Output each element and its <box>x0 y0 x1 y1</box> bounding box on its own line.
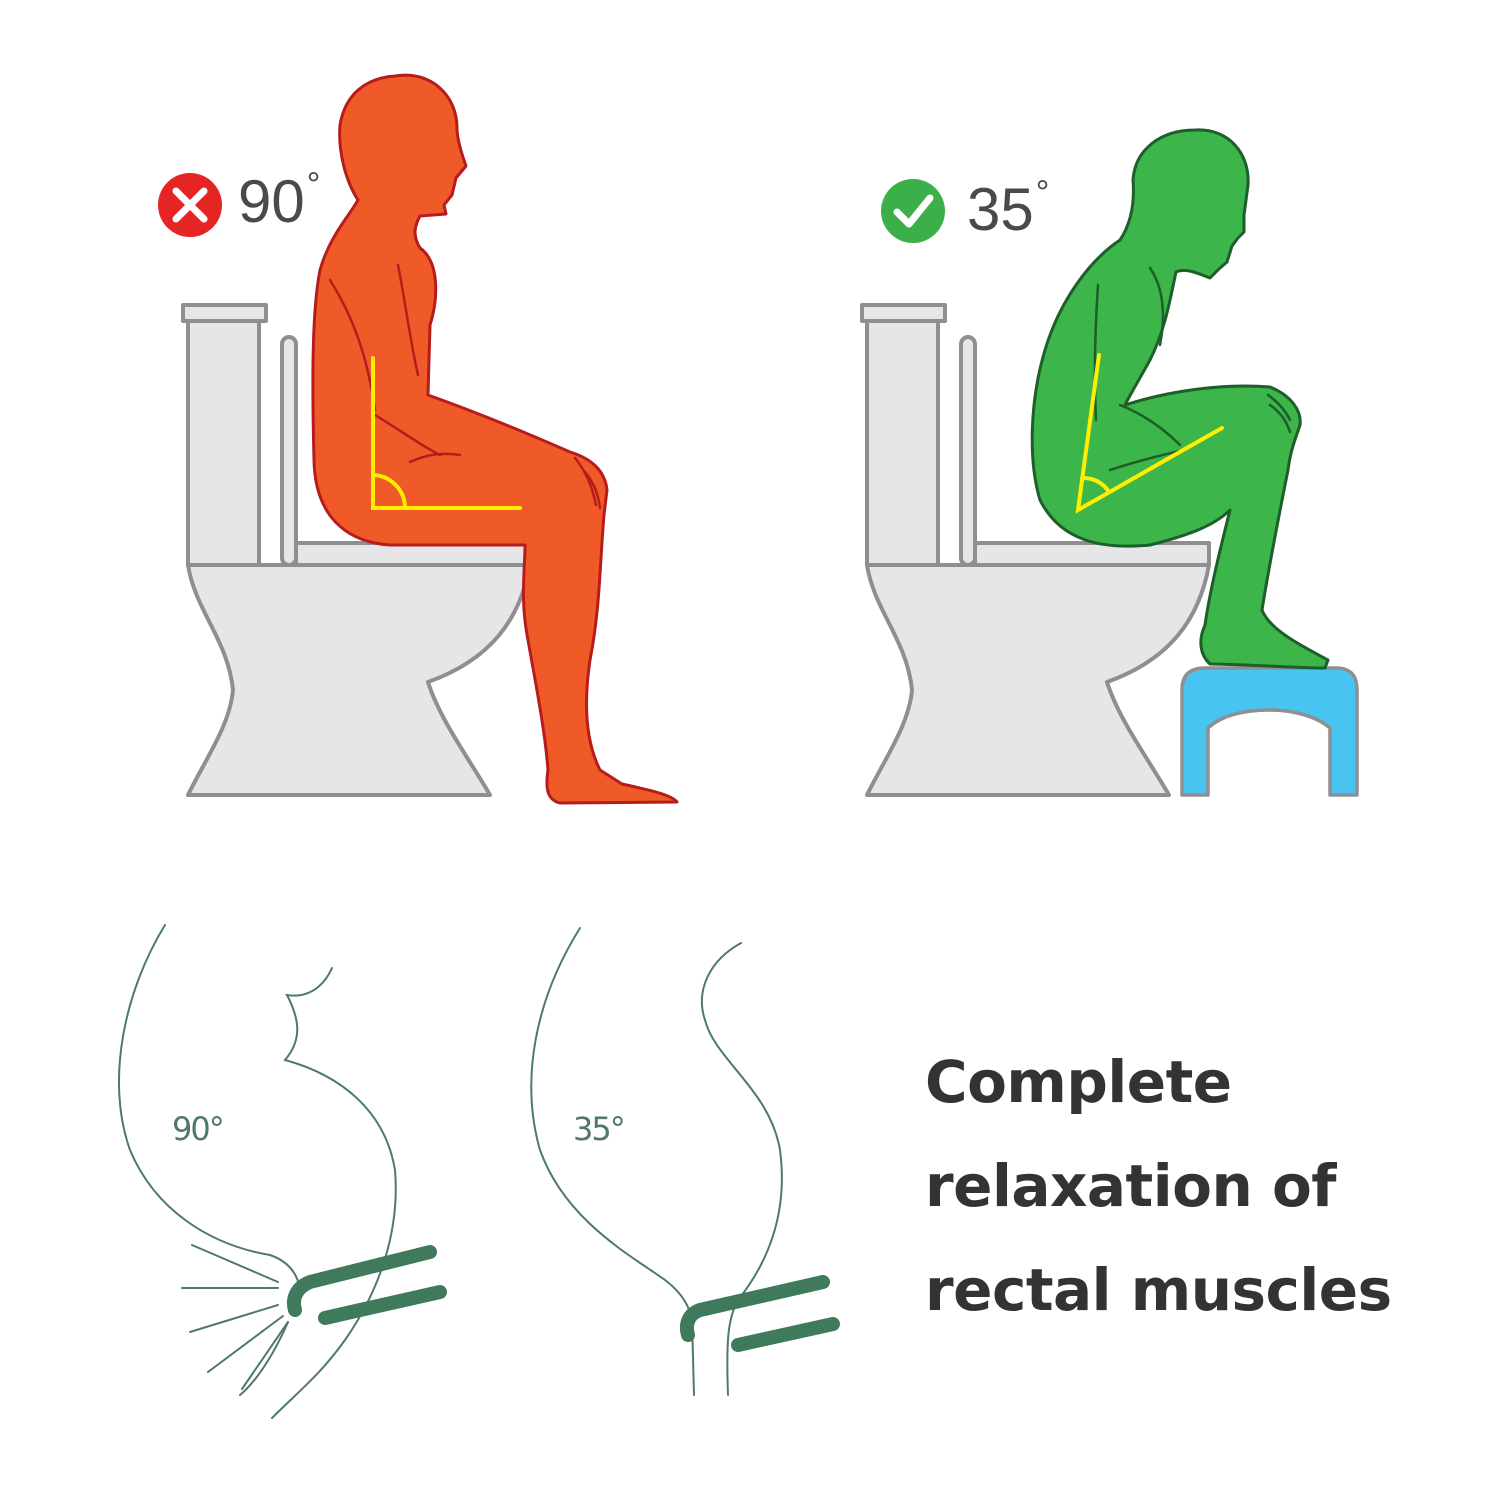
degree-sign: ° <box>306 166 321 204</box>
anatomy-angle-label-90: 90° <box>172 1110 223 1148</box>
toilet-right <box>860 303 1211 797</box>
anatomy-diagram-90 <box>117 924 397 1419</box>
anatomy-angle-label-35: 35° <box>573 1110 624 1148</box>
angle-label-bad: 90° <box>238 168 320 232</box>
check-circle-icon <box>880 178 946 244</box>
toilet-left <box>181 303 532 797</box>
headline-line-1: Complete <box>925 1048 1232 1116</box>
footstool <box>1180 666 1359 797</box>
anatomy-muscle-90 <box>286 1245 447 1325</box>
headline-line-2: relaxation of <box>925 1152 1337 1220</box>
figure-upright <box>311 73 679 805</box>
headline-line-3: rectal muscles <box>925 1256 1392 1324</box>
anatomy-diagram-35 <box>530 927 783 1396</box>
right-angle-marker <box>371 356 522 510</box>
angle-value: 90 <box>238 168 305 235</box>
angle-value: 35 <box>967 176 1034 243</box>
headline: Complete relaxation of rectal muscles <box>925 1030 1392 1342</box>
angle-label-good: 35° <box>967 176 1049 240</box>
degree-sign: ° <box>1035 174 1050 212</box>
anatomy-muscle-35 <box>679 1275 840 1352</box>
figure-squatting <box>1030 128 1330 670</box>
x-circle-icon <box>157 172 223 238</box>
acute-angle-marker <box>1075 353 1224 514</box>
